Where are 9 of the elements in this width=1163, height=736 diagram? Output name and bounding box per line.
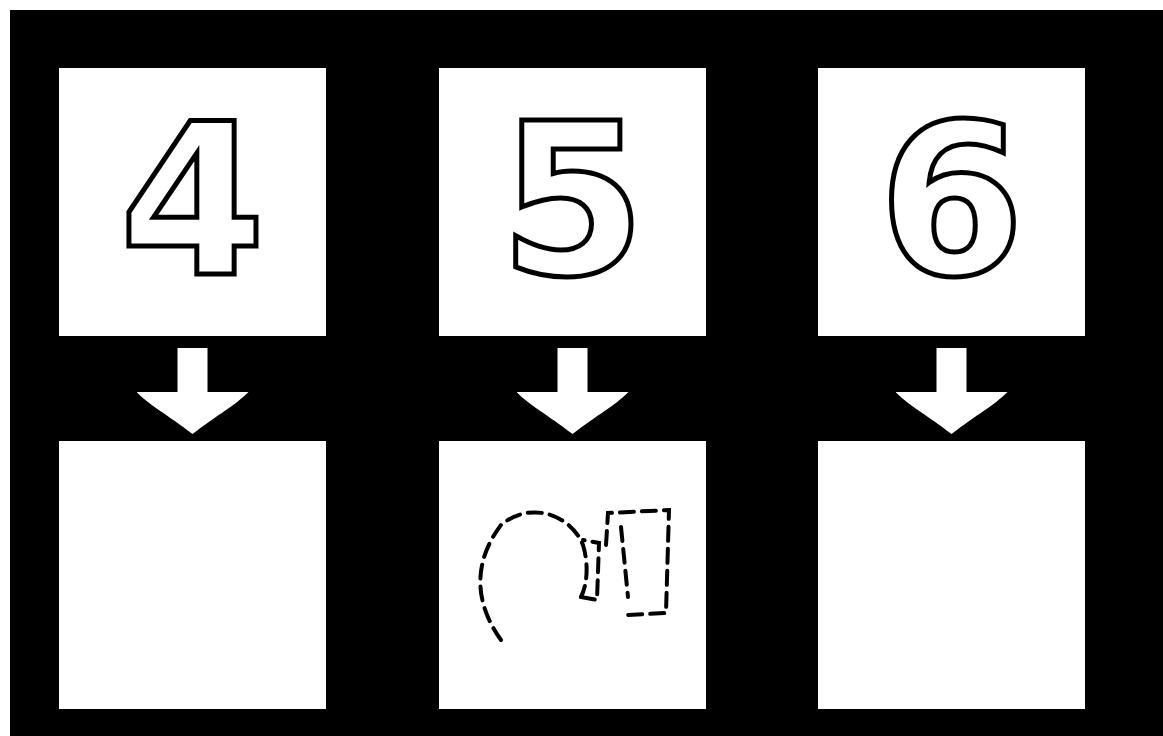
number-card bbox=[818, 68, 1085, 336]
outlined-number: 5 bbox=[499, 97, 646, 307]
blank-card bbox=[818, 441, 1085, 709]
blank-card bbox=[59, 441, 326, 709]
number-card bbox=[439, 68, 706, 336]
outlined-number: 4 bbox=[119, 97, 266, 307]
outlined-number: 6 bbox=[878, 97, 1025, 307]
number-card bbox=[59, 68, 326, 336]
tracing-card bbox=[439, 441, 706, 709]
